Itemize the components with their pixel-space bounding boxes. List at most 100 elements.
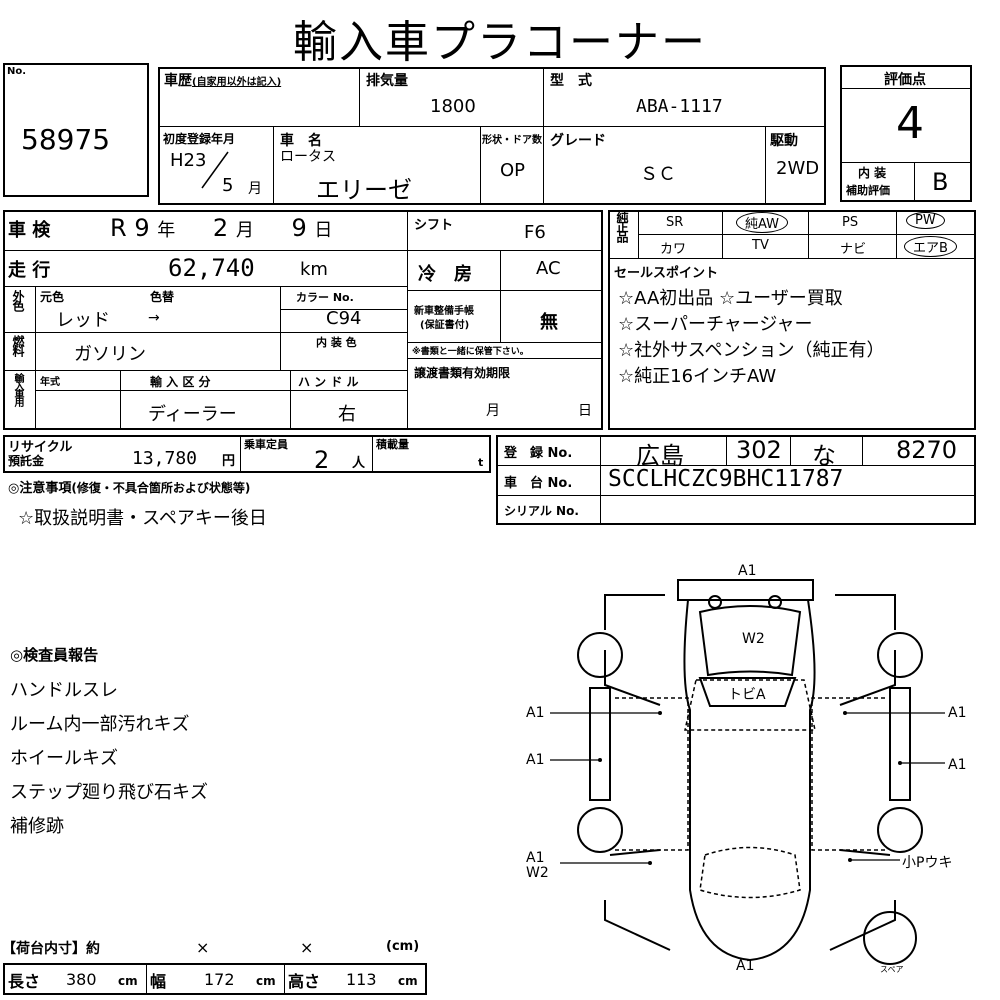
reg-class: 302 (736, 436, 782, 464)
equipment-sales-box (608, 210, 976, 430)
notes-heading: ◎注意事項(修復・不具合箇所および状態等) (8, 481, 251, 496)
capacity-label: 乗車定員 (244, 438, 288, 451)
color-side-label: 外色 (11, 290, 25, 310)
inspector-line-2: ルーム内一部汚れキズ (10, 714, 190, 735)
chassis-value: SCCLHCZC9BHC11787 (608, 466, 844, 492)
color-code-label: カラー No. (296, 291, 354, 304)
capacity-unit: 人 (352, 456, 366, 471)
cargo-width-label: 幅 (150, 972, 167, 991)
equip-leather: カワ (660, 242, 687, 257)
inspector-line-3: ホイールキズ (10, 748, 118, 769)
inspector-line-5: 補修跡 (10, 816, 64, 837)
diag-spare: スペア (880, 965, 904, 974)
interior-color-label: 内 装 色 (316, 336, 357, 349)
cargo-unit: (cm) (386, 939, 420, 954)
recycle-label-1: リサイクル (8, 440, 73, 455)
car-damage-diagram (550, 579, 945, 965)
docs-month-unit: 月 (486, 403, 500, 419)
car-maker: ロータス (280, 149, 336, 165)
diag-rear-left-1: A1 (526, 850, 545, 866)
cargo-table (3, 963, 427, 995)
equip-tv: TV (752, 238, 769, 253)
diag-rear: A1 (736, 958, 755, 974)
page-title: 輸入車プラコーナー (293, 17, 707, 68)
cargo-length-unit: cm (118, 974, 138, 988)
diag-w2: W2 (742, 631, 765, 647)
displacement-label: 排気量 (366, 73, 408, 89)
cargo-length: 380 (66, 970, 97, 989)
docs-day-unit: 日 (578, 403, 592, 419)
recycle-unit: 円 (222, 454, 236, 469)
docs-label: 譲渡書類有効期限 (414, 366, 511, 380)
reg-region: 広島 (636, 442, 684, 470)
handle-label: ハ ン ド ル (298, 375, 359, 389)
equip-pw: PW (906, 212, 945, 229)
reg-kana: な (812, 442, 836, 470)
inspector-line-4: ステップ廻り飛び石キズ (10, 782, 208, 803)
diag-front: A1 (738, 563, 757, 579)
drive-value: 2WD (776, 158, 820, 179)
interior-value: B (932, 168, 949, 196)
orig-color-label: 元色 (40, 290, 65, 304)
chassis-label: 車 台 No. (504, 476, 573, 491)
mileage-value: 62,740 (168, 254, 255, 282)
orig-color-value: レッド (56, 310, 110, 331)
aircon-label: 冷 房 (418, 264, 472, 285)
mileage-unit: km (300, 259, 328, 280)
fuel-value: ガソリン (74, 344, 146, 365)
handle-value: 右 (338, 404, 356, 425)
diag-right-2: A1 (948, 757, 967, 773)
first-reg-label: 初度登録年月 (163, 132, 236, 146)
inspection-label: 車 検 (8, 220, 51, 241)
equip-aw: 純AW (736, 212, 789, 233)
shift-value: F6 (524, 222, 546, 243)
recycle-row (3, 435, 491, 473)
sales-point-4: ☆純正16インチAW (618, 366, 777, 387)
score-label: 評価点 (884, 72, 926, 88)
cargo-x2: × (300, 938, 314, 957)
cargo-heading: 【荷台内寸】約 (2, 941, 100, 957)
mileage-label: 走 行 (8, 260, 51, 281)
equip-ps: PS (842, 215, 859, 230)
reg-number: 8270 (896, 436, 958, 464)
import-type-label: 輸 入 区 分 (150, 375, 211, 389)
shift-label: シフト (414, 218, 454, 233)
diag-tobi: トビA (728, 687, 766, 703)
lot-number: 58975 (21, 123, 111, 156)
sales-point-1: ☆AA初出品 ☆ユーザー買取 (618, 288, 843, 309)
score-box (840, 65, 972, 202)
displacement-value: 1800 (430, 96, 476, 117)
interior-label-1: 内 装 (858, 166, 887, 180)
cargo-width-unit: cm (256, 974, 276, 988)
equip-airbag: エアB (904, 236, 957, 257)
maintenance-note: ※書類と一緒に保管下さい。 (412, 347, 529, 357)
cargo-width: 172 (204, 970, 235, 989)
load-unit: t (478, 456, 484, 469)
spec-grid (3, 210, 603, 430)
interior-label-2: 補助評価 (846, 184, 890, 197)
inspection-date: R 9 年 2 月 9 日 (110, 214, 333, 242)
recycle-value: 13,780 (132, 448, 198, 469)
grade-label: グレード (550, 133, 606, 149)
notes-text: ☆取扱説明書・スペアキー後日 (18, 508, 267, 529)
doors-label: 形状・ドア数 (482, 135, 542, 146)
inspector-heading: ◎検査員報告 (10, 646, 99, 664)
model-value: ABA-1117 (636, 96, 723, 117)
model-label: 型 式 (550, 73, 592, 89)
sales-point-2: ☆スーパーチャージャー (618, 314, 813, 335)
registration-label: 登 録 No. (504, 446, 573, 461)
maintenance-label-1: 新車整備手帳 (414, 306, 474, 317)
diag-left-1: A1 (526, 705, 545, 721)
first-reg-month: 5 (222, 175, 234, 196)
inspector-line-1: ハンドルスレ (10, 680, 118, 701)
cargo-length-label: 長さ (8, 972, 41, 991)
doors-value: OP (500, 160, 526, 181)
drive-label: 駆動 (770, 133, 798, 149)
equip-navi: ナビ (840, 242, 867, 257)
vehicle-info-grid (158, 67, 826, 205)
equip-sr: SR (666, 215, 684, 230)
first-reg-month-unit: 月 (248, 181, 262, 197)
fuel-label: 燃料 (11, 335, 25, 355)
car-name: エリーゼ (316, 176, 412, 204)
cargo-height-label: 高さ (288, 972, 321, 991)
